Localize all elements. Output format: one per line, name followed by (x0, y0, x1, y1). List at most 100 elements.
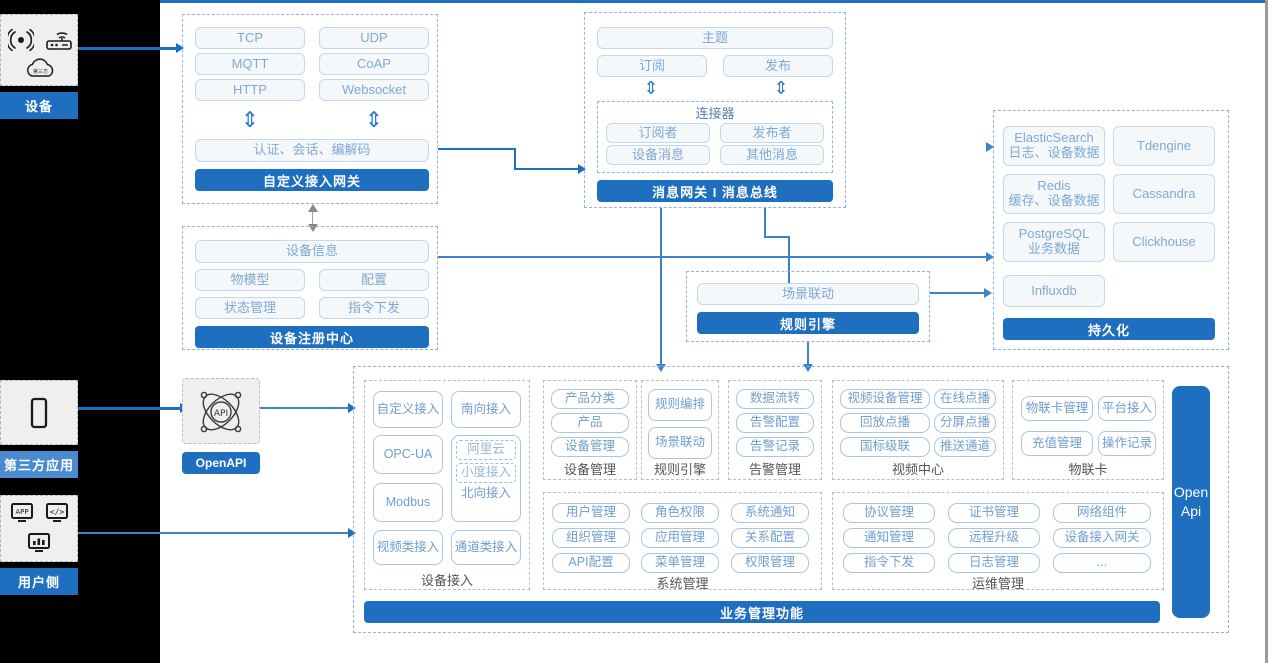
chip-thing-model[interactable]: 物模型 (195, 269, 305, 291)
chip-protocol-websocket[interactable]: Websocket (319, 79, 429, 101)
openapi-icon-box: API (182, 378, 260, 444)
chip-relation-config[interactable]: 关系配置 (731, 528, 809, 548)
chip-opc-ua[interactable]: OPC-UA (373, 435, 443, 474)
chip-alarm-config[interactable]: 告警配置 (736, 413, 814, 433)
actor-user-side[interactable]: APP </> 用户侧 (0, 495, 78, 595)
panel-connector (597, 101, 833, 173)
chip-org-management[interactable]: 组织管理 (552, 528, 630, 548)
open-api-line2: Api (1180, 503, 1202, 519)
chip-data-flow[interactable]: 数据流转 (736, 389, 814, 409)
chip-custom-access[interactable]: 自定义接入 (373, 391, 443, 428)
chip-cert-management[interactable]: 证书管理 (948, 503, 1040, 523)
chip-cassandra[interactable]: Cassandra (1113, 174, 1215, 214)
chip-state-management[interactable]: 状态管理 (195, 297, 305, 319)
chip-menu-management[interactable]: 菜单管理 (641, 553, 719, 573)
chip-modbus[interactable]: Modbus (373, 483, 443, 522)
bar-device-registry[interactable]: 设备注册中心 (195, 326, 429, 348)
chip-device-access-gateway[interactable]: 设备接入网关 (1053, 528, 1151, 548)
chip-topic[interactable]: 主题 (597, 27, 833, 49)
conn-bus-pers-h (764, 236, 790, 238)
chip-protocol-management[interactable]: 协议管理 (843, 503, 935, 523)
chip-influxdb[interactable]: Influxdb (1003, 275, 1105, 307)
chip-xiaodu-access[interactable]: 小度接入 (456, 463, 516, 483)
chip-tdengine[interactable]: Tdengine (1113, 126, 1215, 166)
chip-protocol-udp[interactable]: UDP (319, 27, 429, 49)
badge-openapi[interactable]: OpenAPI (182, 452, 260, 474)
conn-gw-bus-arrow (578, 164, 586, 174)
chip-southbound-access[interactable]: 南向接入 (451, 391, 521, 428)
chip-postgresql[interactable]: PostgreSQL 业务数据 (1003, 222, 1105, 262)
bar-rule-engine[interactable]: 规则引擎 (697, 312, 919, 334)
chip-product-category[interactable]: 产品分类 (551, 389, 629, 409)
chip-api-config[interactable]: API配置 (552, 553, 630, 573)
actor-device[interactable]: 第三方 设备 (0, 14, 78, 119)
chip-permission-management[interactable]: 权限管理 (731, 553, 809, 573)
chip-protocol-mqtt[interactable]: MQTT (195, 53, 305, 75)
chip-iot-card-management[interactable]: 物联卡管理 (1021, 396, 1093, 421)
bar-open-api-vertical[interactable]: Open Api (1172, 386, 1210, 618)
chip-push-channel[interactable]: 推送通道 (934, 437, 996, 457)
bar-message-gateway-bus[interactable]: 消息网关 I 消息总线 (597, 180, 833, 202)
chip-other-message[interactable]: 其他消息 (720, 145, 824, 165)
chip-protocol-http[interactable]: HTTP (195, 79, 305, 101)
chip-alarm-record[interactable]: 告警记录 (736, 437, 814, 457)
chip-operation-record[interactable]: 操作记录 (1098, 431, 1156, 456)
chip-video-device-management[interactable]: 视频设备管理 (840, 389, 930, 409)
chip-product[interactable]: 产品 (551, 413, 629, 433)
chip-remote-upgrade[interactable]: 远程升级 (948, 528, 1040, 548)
chip-protocol-tcp[interactable]: TCP (195, 27, 305, 49)
router-icon (46, 32, 72, 50)
bar-custom-access-gateway[interactable]: 自定义接入网关 (195, 169, 429, 191)
chip-scene-linkage[interactable]: 场景联动 (697, 283, 919, 305)
conn-device-to-gateway (78, 47, 178, 50)
mobile-phone-icon (30, 397, 48, 428)
label-connector: 连接器 (695, 105, 735, 121)
chip-auth-session-codec[interactable]: 认证、会话、编解码 (195, 139, 429, 162)
chip-rule-orchestration[interactable]: 规则编排 (648, 389, 712, 421)
chip-ops-more[interactable]: ... (1053, 553, 1151, 573)
conn-openapi-business-arrow (348, 403, 356, 413)
chip-gb-cascade[interactable]: 国标级联 (840, 437, 930, 457)
chip-log-management[interactable]: 日志管理 (948, 553, 1040, 573)
chip-command-dispatch-ops[interactable]: 指令下发 (843, 553, 935, 573)
chip-redis[interactable]: Redis 缓存、设备数据 (1003, 174, 1105, 214)
chip-subscriber[interactable]: 订阅者 (606, 123, 710, 143)
chip-aliyun[interactable]: 阿里云 (456, 440, 516, 460)
chip-platform-access[interactable]: 平台接入 (1098, 396, 1156, 421)
chip-app-management[interactable]: 应用管理 (641, 528, 719, 548)
double-arrow-icon-right: ⇕ (364, 108, 384, 133)
chip-network-component[interactable]: 网络组件 (1053, 503, 1151, 523)
chip-subscribe[interactable]: 订阅 (597, 55, 707, 77)
chip-command-dispatch[interactable]: 指令下发 (319, 297, 429, 319)
chip-config[interactable]: 配置 (319, 269, 429, 291)
label-video-center: 视频中心 (891, 461, 944, 477)
chip-publish[interactable]: 发布 (723, 55, 833, 77)
chip-user-management[interactable]: 用户管理 (552, 503, 630, 523)
chip-northbound-access[interactable]: 阿里云 小度接入 北向接入 (451, 435, 521, 522)
chip-online-vod[interactable]: 在线点播 (934, 389, 996, 409)
chip-scene-linkage-biz[interactable]: 场景联动 (648, 427, 712, 459)
chip-elasticsearch[interactable]: ElasticSearch 日志、设备数据 (1003, 126, 1105, 166)
chip-device-info[interactable]: 设备信息 (195, 240, 429, 263)
panel-message-gateway (584, 12, 846, 208)
bar-business-management[interactable]: 业务管理功能 (364, 601, 1160, 623)
label-rule-engine: 规则引擎 (653, 461, 706, 477)
actor-third-party-app[interactable]: 第三方应用 (0, 380, 78, 478)
chip-role-permission[interactable]: 角色权限 (641, 503, 719, 523)
chip-split-screen-vod[interactable]: 分屏点播 (934, 413, 996, 433)
chip-system-notice[interactable]: 系统通知 (731, 503, 809, 523)
chip-playback-vod[interactable]: 回放点播 (840, 413, 930, 433)
svg-text:APP: APP (15, 508, 28, 516)
chip-recharge-management[interactable]: 充值管理 (1021, 431, 1093, 456)
open-api-line1: Open (1173, 484, 1209, 501)
chip-channel-access[interactable]: 通道类接入 (451, 530, 521, 565)
chip-clickhouse[interactable]: Clickhouse (1113, 222, 1215, 262)
chip-device-management[interactable]: 设备管理 (551, 437, 629, 457)
chip-protocol-coap[interactable]: CoAP (319, 53, 429, 75)
chip-publisher[interactable]: 发布者 (720, 123, 824, 143)
chip-video-access[interactable]: 视频类接入 (373, 530, 443, 565)
chip-notice-management[interactable]: 通知管理 (843, 528, 935, 548)
bar-persistence[interactable]: 持久化 (1003, 318, 1215, 340)
chip-device-message[interactable]: 设备消息 (606, 145, 710, 165)
